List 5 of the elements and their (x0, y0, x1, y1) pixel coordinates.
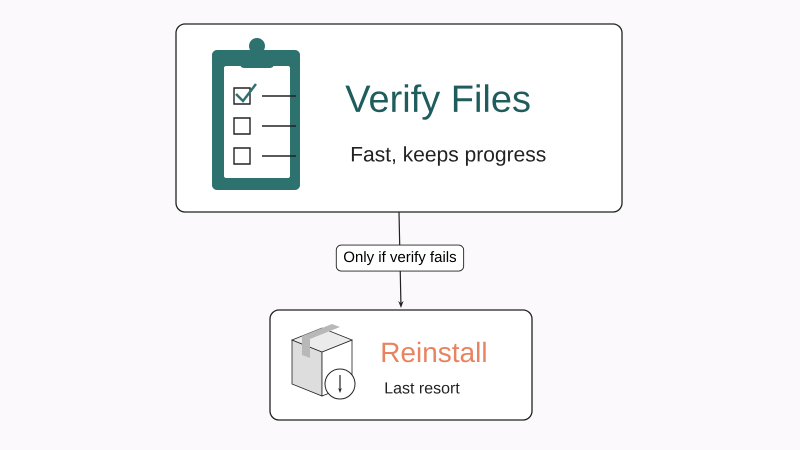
card-title: Reinstall (382, 342, 486, 362)
card-title: Verify Files (345, 84, 530, 120)
card-subtitle: Last resort (386, 382, 460, 394)
card-subtitle: Fast, keeps progress (352, 146, 546, 166)
edge-label: Only if verify fails (336, 244, 464, 272)
